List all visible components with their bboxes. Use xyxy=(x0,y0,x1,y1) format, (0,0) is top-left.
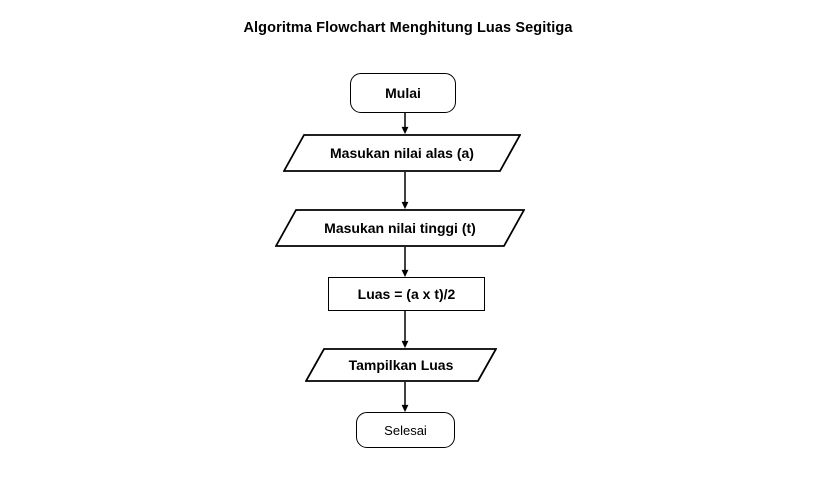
flowchart-node-mulai[interactable]: Mulai xyxy=(350,73,456,113)
node-label-process-luas: Luas = (a x t)/2 xyxy=(357,286,456,302)
node-label-selesai: Selesai xyxy=(384,422,427,438)
flowchart-node-selesai[interactable]: Selesai xyxy=(356,412,455,448)
node-label-input-alas: Masukan nilai alas (a) xyxy=(330,145,474,161)
flowchart-node-input-tinggi[interactable]: Masukan nilai tinggi (t) xyxy=(275,209,525,247)
flowchart-node-input-alas[interactable]: Masukan nilai alas (a) xyxy=(283,134,521,172)
node-label-mulai: Mulai xyxy=(385,85,421,101)
parallelogram-shape-output-luas xyxy=(305,348,497,382)
node-label-input-tinggi: Masukan nilai tinggi (t) xyxy=(324,220,476,236)
flowchart-node-output-luas[interactable]: Tampilkan Luas xyxy=(305,348,497,382)
flowchart-title: Algoritma Flowchart Menghitung Luas Segi… xyxy=(243,20,573,36)
parallelogram-shape-input-tinggi xyxy=(275,209,525,247)
parallelogram-shape-input-alas xyxy=(283,134,521,172)
node-label-output-luas: Tampilkan Luas xyxy=(348,357,454,373)
flowchart-node-process-luas[interactable]: Luas = (a x t)/2 xyxy=(328,277,485,311)
